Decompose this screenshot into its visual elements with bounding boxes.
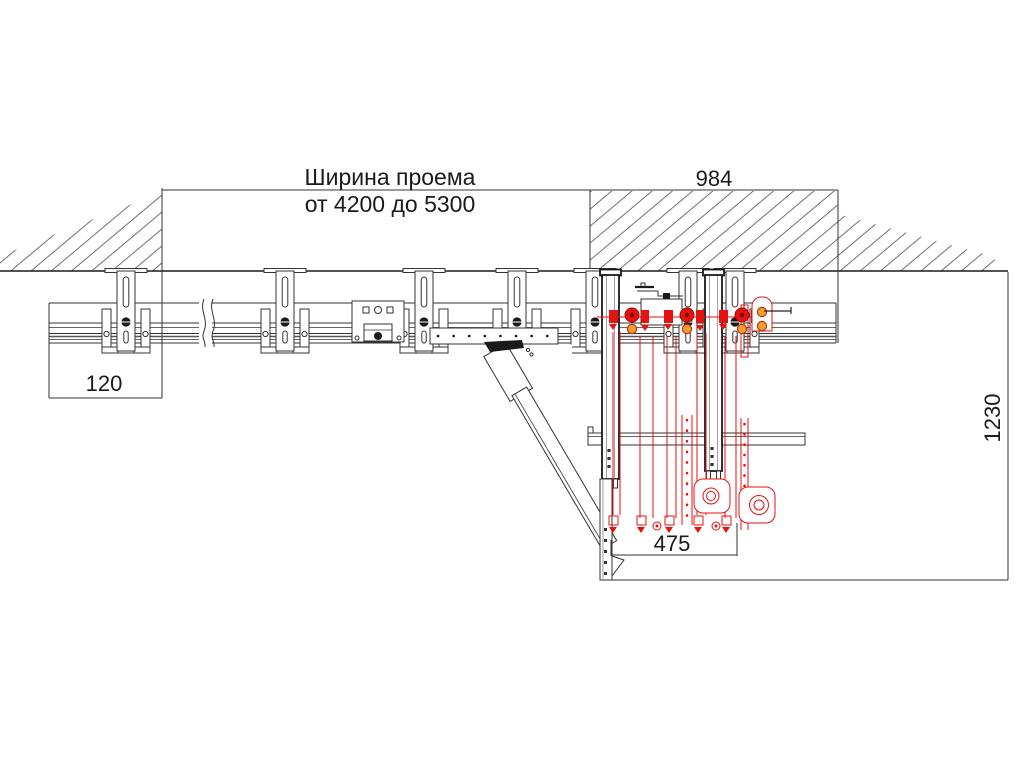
diagonal-support-arm — [483, 340, 618, 550]
dim-1230-label: 1230 — [980, 394, 1005, 443]
dimension-lines — [48, 188, 1009, 581]
dim-475-lines — [610, 523, 738, 556]
trolley-plate-bracket — [351, 300, 405, 343]
folding-mechanism-red — [597, 296, 776, 534]
dim-984-label: 984 — [696, 166, 733, 191]
dim-475-label: 475 — [654, 531, 691, 556]
hanger-bracket — [101, 268, 151, 354]
opening-width-title-line2: от 4200 до 5300 — [305, 191, 476, 217]
opening-width-title-line1: Ширина проема — [305, 164, 476, 190]
rail-break-symbol — [199, 298, 215, 348]
mask — [466, 344, 572, 355]
ceiling-hatch-right-wedge — [838, 214, 995, 271]
ceiling-hatch-center-block — [590, 191, 838, 271]
hanger-bracket — [260, 268, 310, 354]
limit-stop-line — [764, 307, 792, 314]
dim-120-label: 120 — [86, 371, 123, 396]
ceiling-hatch-left — [0, 192, 162, 271]
arm-mount-plate — [429, 327, 559, 345]
vertical-track-right — [702, 268, 725, 481]
